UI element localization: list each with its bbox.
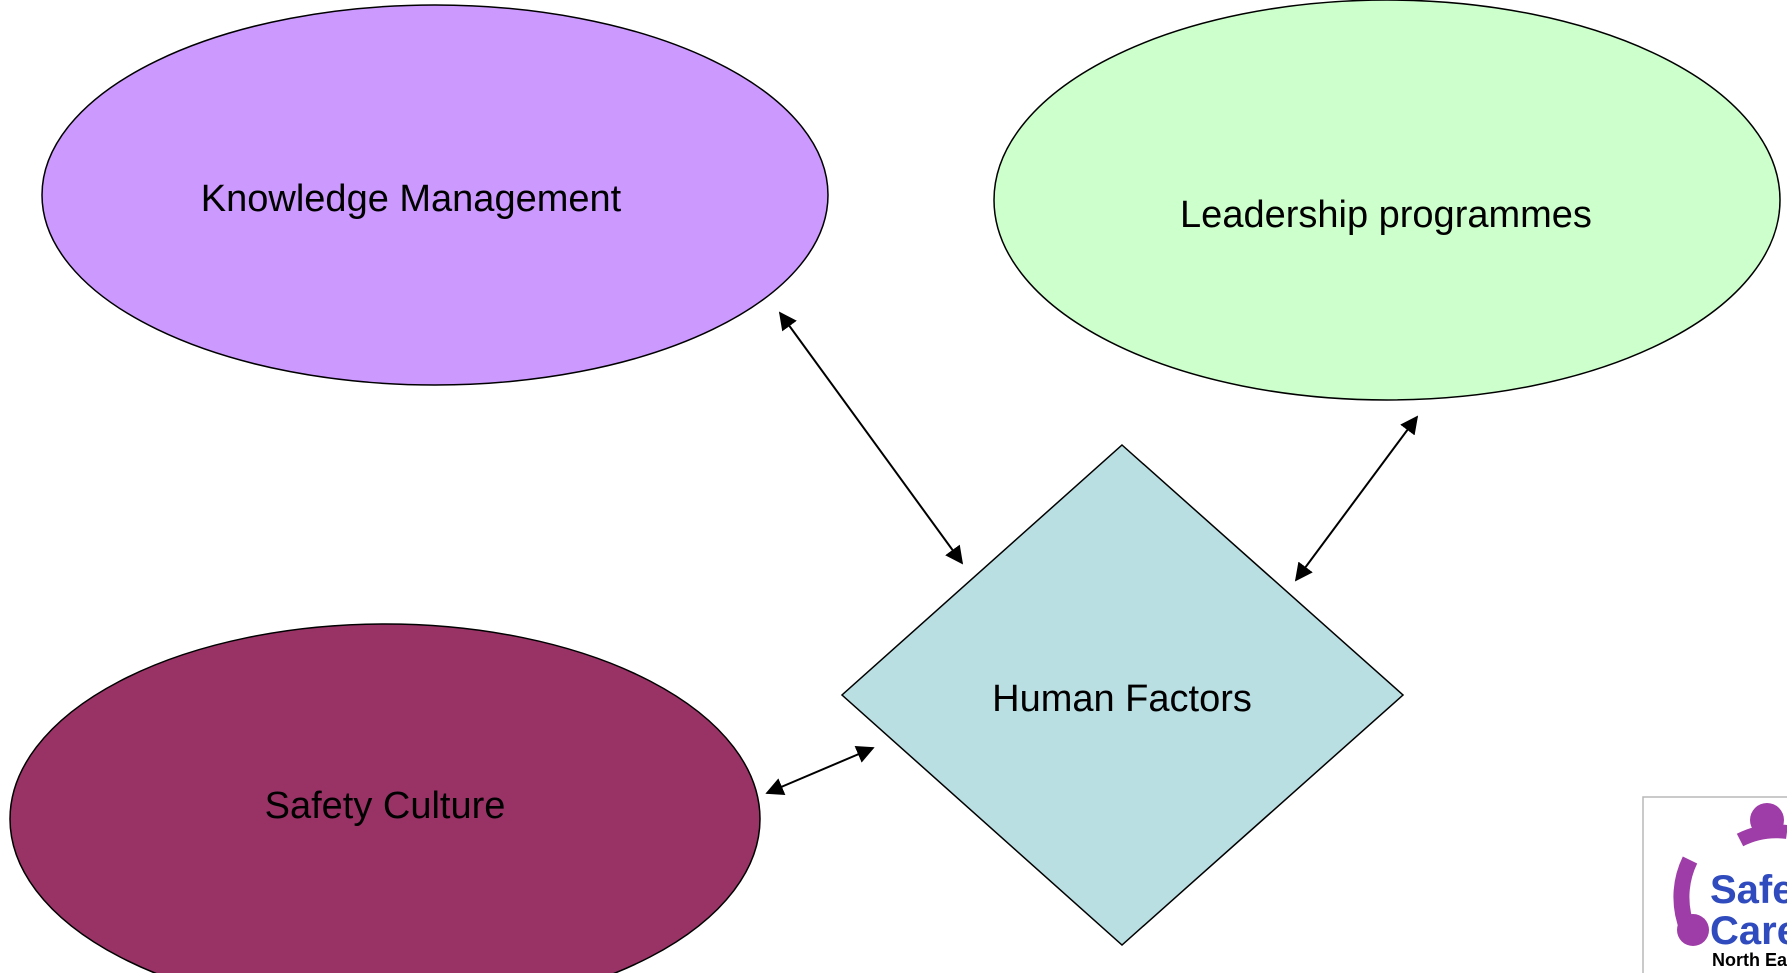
- logo-line-3: North East: [1712, 950, 1787, 970]
- arrow-safety-culture-to-human-factors: [765, 746, 875, 795]
- arrow-knowledge-management-to-human-factors: [778, 311, 964, 565]
- logo-line-2: Care: [1710, 909, 1787, 953]
- human-factors-label: Human Factors: [992, 678, 1252, 720]
- leadership-programmes-node: Leadership programmes: [993, 0, 1781, 401]
- human-factors-diamond: [840, 443, 1405, 947]
- leadership-programmes-ellipse: [993, 0, 1781, 401]
- safety-culture-label: Safety Culture: [265, 785, 506, 827]
- logo-line-1: Safe: [1710, 868, 1787, 912]
- logo-figure-head-left: [1677, 914, 1709, 946]
- safecare-logo: Safe Care North East: [1642, 796, 1787, 973]
- knowledge-management-ellipse: [41, 4, 829, 386]
- logo-figure-head-top: [1750, 803, 1784, 837]
- safety-culture-node: Safety Culture: [9, 623, 761, 973]
- leadership-programmes-label: Leadership programmes: [1180, 194, 1592, 236]
- knowledge-management-label: Knowledge Management: [201, 178, 622, 220]
- knowledge-management-node: Knowledge Management: [41, 4, 829, 386]
- safety-culture-ellipse: [9, 623, 761, 973]
- arrow-leadership-programmes-to-human-factors: [1294, 415, 1419, 582]
- human-factors-node: Human Factors: [840, 443, 1405, 947]
